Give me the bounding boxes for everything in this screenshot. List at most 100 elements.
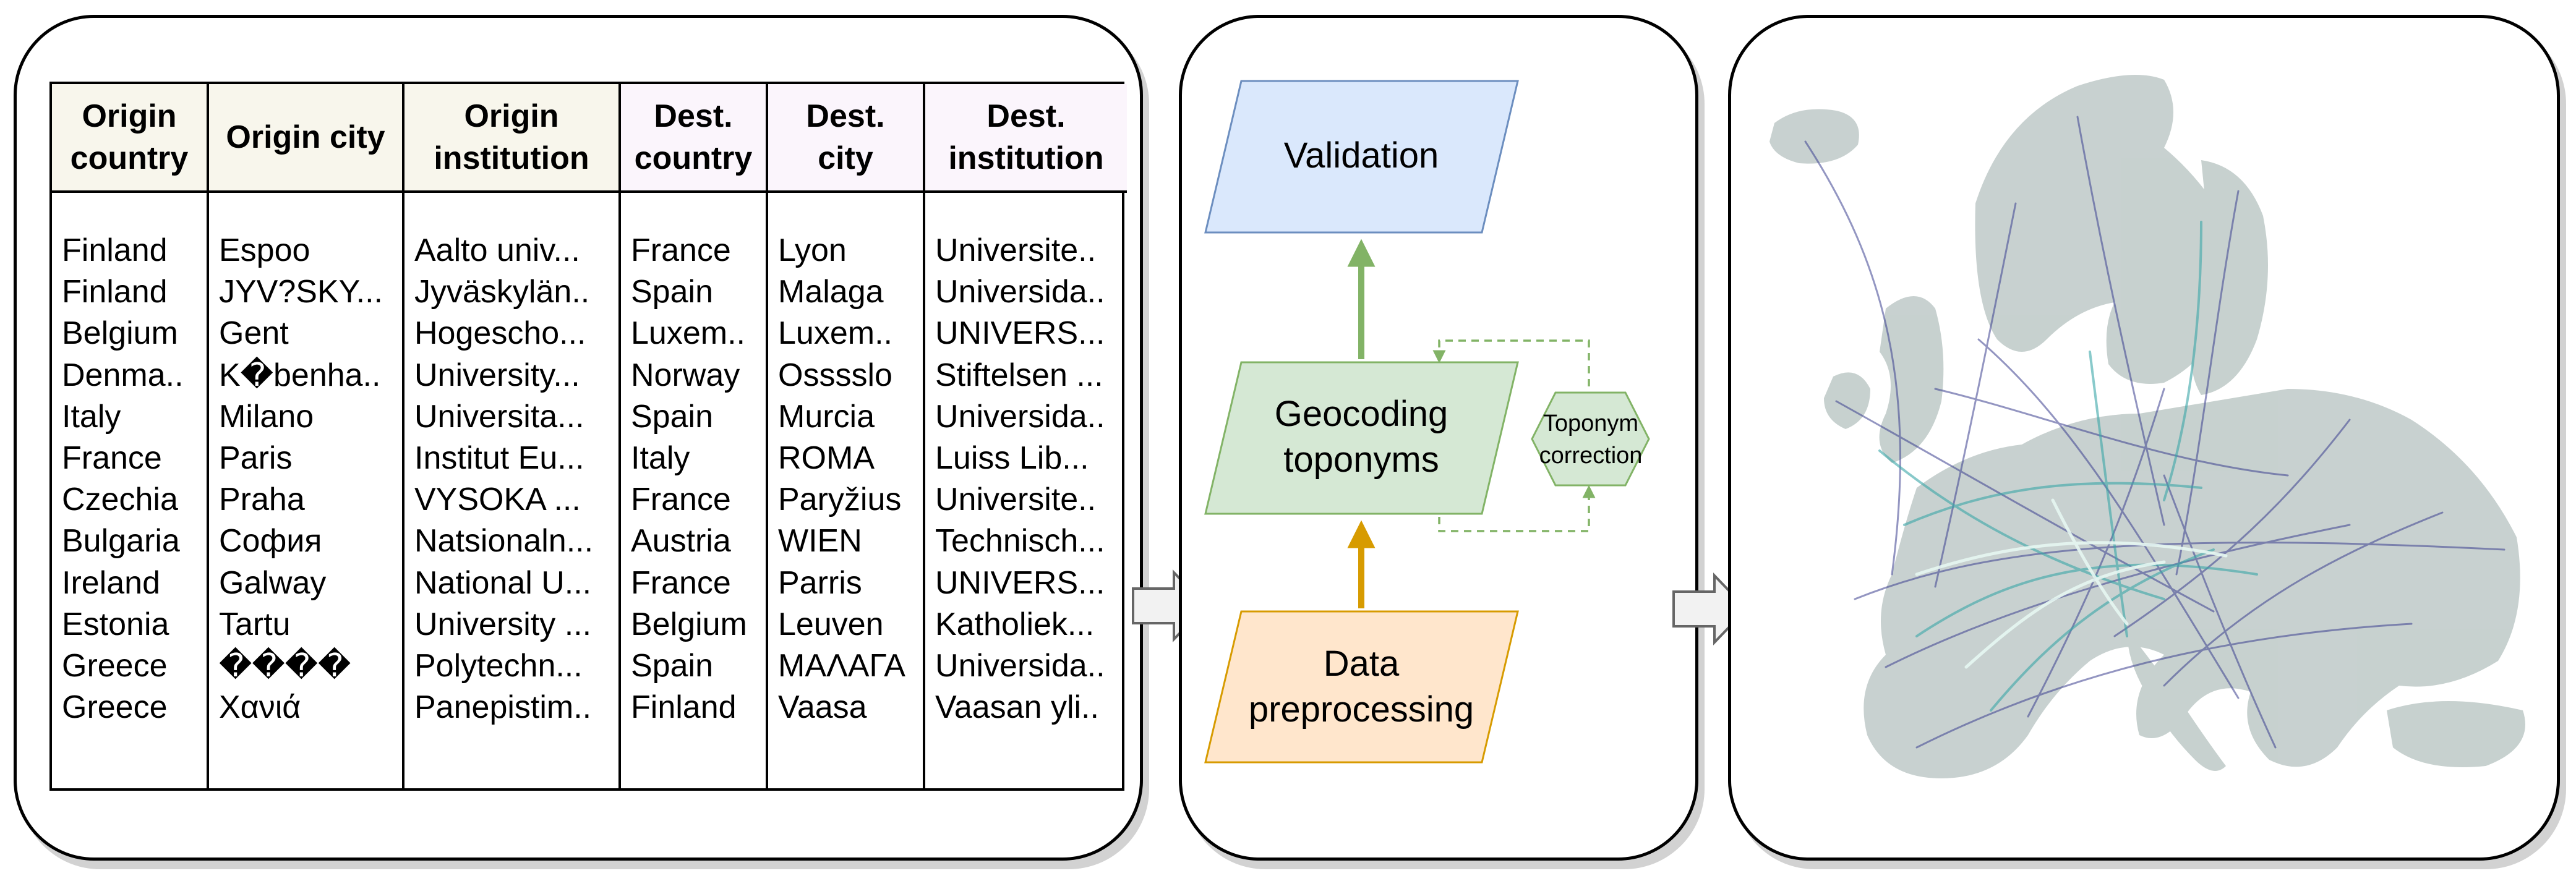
column-header: Origin institution bbox=[404, 84, 618, 193]
table-cell: София bbox=[219, 523, 322, 560]
preprocessing-label: Data preprocessing bbox=[1248, 644, 1474, 730]
table-cell: Katholiek... bbox=[935, 606, 1095, 642]
table-cell: Praha bbox=[219, 482, 305, 518]
table-cell: Denma.. bbox=[62, 357, 184, 393]
table-cell: JYV?SKY... bbox=[219, 274, 383, 310]
table-cell: Belgium bbox=[62, 315, 178, 352]
table-cell: Vaasan yli.. bbox=[935, 689, 1099, 726]
table-cell: Institut Eu... bbox=[414, 440, 584, 476]
table-cell: WIEN bbox=[778, 523, 862, 560]
column-origin-institution: Origin institution Aalto univ...Jyväskyl… bbox=[402, 84, 618, 788]
table-cell: Finland bbox=[631, 689, 737, 726]
column-header: Dest. institution bbox=[925, 84, 1127, 193]
table-cell: Luiss Lib... bbox=[935, 440, 1089, 476]
column-cells: Aalto univ...Jyväskylän..Hogescho...Univ… bbox=[404, 193, 618, 788]
europe-flow-map bbox=[1769, 75, 2525, 778]
preprocessing-shape bbox=[1204, 610, 1519, 764]
flow-lines bbox=[1804, 116, 2505, 749]
table-cell: UNIVERS... bbox=[935, 564, 1105, 601]
table-cell: Tartu bbox=[219, 606, 291, 642]
validation-shape bbox=[1204, 80, 1519, 234]
table-cell: Polytechn... bbox=[414, 648, 583, 684]
table-cell: France bbox=[631, 482, 731, 518]
table-cell: Greece bbox=[62, 689, 168, 726]
table-cell: Luxem.. bbox=[778, 315, 892, 352]
table-cell: Austria bbox=[631, 523, 731, 560]
table-cell: Malaga bbox=[778, 274, 884, 310]
column-header: Dest. country bbox=[621, 84, 766, 193]
table-cell: Bulgaria bbox=[62, 523, 180, 560]
toponym-correction-shape bbox=[1531, 391, 1650, 487]
table-cell: Murcia bbox=[778, 398, 875, 435]
table-cell: Galway bbox=[219, 564, 327, 601]
column-header: Dest. city bbox=[768, 84, 923, 193]
table-cell: Lyon bbox=[778, 232, 847, 268]
table-cell: France bbox=[62, 440, 162, 476]
table-cell: Aalto univ... bbox=[414, 232, 580, 268]
table-cell: France bbox=[631, 564, 731, 601]
table-cell: Universida.. bbox=[935, 274, 1105, 310]
table-cell: University ... bbox=[414, 606, 592, 642]
table-cell: University... bbox=[414, 357, 580, 393]
table-cell: Technisch... bbox=[935, 523, 1105, 560]
table-cell: K�benha.. bbox=[219, 357, 381, 393]
table-cell: Spain bbox=[631, 398, 713, 435]
table-cell: Belgium bbox=[631, 606, 747, 642]
map-panel bbox=[1728, 15, 2560, 861]
table-cell: Espoo bbox=[219, 232, 310, 268]
validation-label: Validation bbox=[1283, 135, 1439, 176]
table-cell: Hogescho... bbox=[414, 315, 586, 352]
column-dest-institution: Dest. institution Universite.. Universida… bbox=[923, 84, 1127, 788]
flow-diagram bbox=[1204, 80, 1650, 764]
table-cell: Paryžius bbox=[778, 482, 902, 518]
dashed-arrow-to-correction bbox=[1438, 485, 1596, 532]
table-cell: Universite.. bbox=[935, 482, 1097, 518]
table-cell: UNIVERS... bbox=[935, 315, 1105, 352]
column-header: Origin city bbox=[209, 84, 402, 193]
map-land bbox=[1769, 75, 2525, 778]
table-cell: Universida.. bbox=[935, 398, 1105, 435]
table-cell: Italy bbox=[62, 398, 121, 435]
table-cell: Gent bbox=[219, 315, 289, 352]
table-cell: Vaasa bbox=[778, 689, 867, 726]
column-header: Origin country bbox=[52, 84, 207, 193]
table-cell: Universida.. bbox=[935, 648, 1105, 684]
table-cell: Paris bbox=[219, 440, 293, 476]
table-cell: Greece bbox=[62, 648, 168, 684]
table-cell: Universite.. bbox=[935, 232, 1097, 268]
table-cell: National U... bbox=[414, 564, 592, 601]
table-cell: ���� bbox=[219, 648, 351, 684]
table-cell: Χανιά bbox=[219, 689, 301, 726]
table-cell: Parris bbox=[778, 564, 862, 601]
toponym-correction-label: Toponym correction bbox=[1539, 411, 1643, 469]
geocoding-label: Geocoding toponyms bbox=[1274, 394, 1448, 480]
table-cell: ROMA bbox=[778, 440, 875, 476]
table-cell: Finland bbox=[62, 274, 168, 310]
table-cell: Universita... bbox=[414, 398, 584, 435]
table-cell: Stiftelsen ... bbox=[935, 357, 1103, 393]
table-cell: Natsionaln... bbox=[414, 523, 594, 560]
flow-panel: Validation Geocoding toponyms Data prepr… bbox=[1179, 15, 1698, 861]
table-cell: Czechia bbox=[62, 482, 178, 518]
dashed-arrow-from-correction bbox=[1432, 339, 1590, 386]
column-cells: Universite.. Universida.. UNIVERS... Stifte… bbox=[925, 193, 1127, 788]
table-cell: Norway bbox=[631, 357, 740, 393]
table-cell: ΜΑΛΑΓΑ bbox=[778, 648, 905, 684]
table-cell: VYSOKA ... bbox=[414, 482, 581, 518]
table-cell: Spain bbox=[631, 274, 713, 310]
table-cell: Estonia bbox=[62, 606, 169, 642]
table-cell: Luxem.. bbox=[631, 315, 745, 352]
table-cell: Ireland bbox=[62, 564, 160, 601]
table-cell: Osssslo bbox=[778, 357, 892, 393]
table-cell: Spain bbox=[631, 648, 713, 684]
geocoding-shape bbox=[1204, 361, 1519, 515]
